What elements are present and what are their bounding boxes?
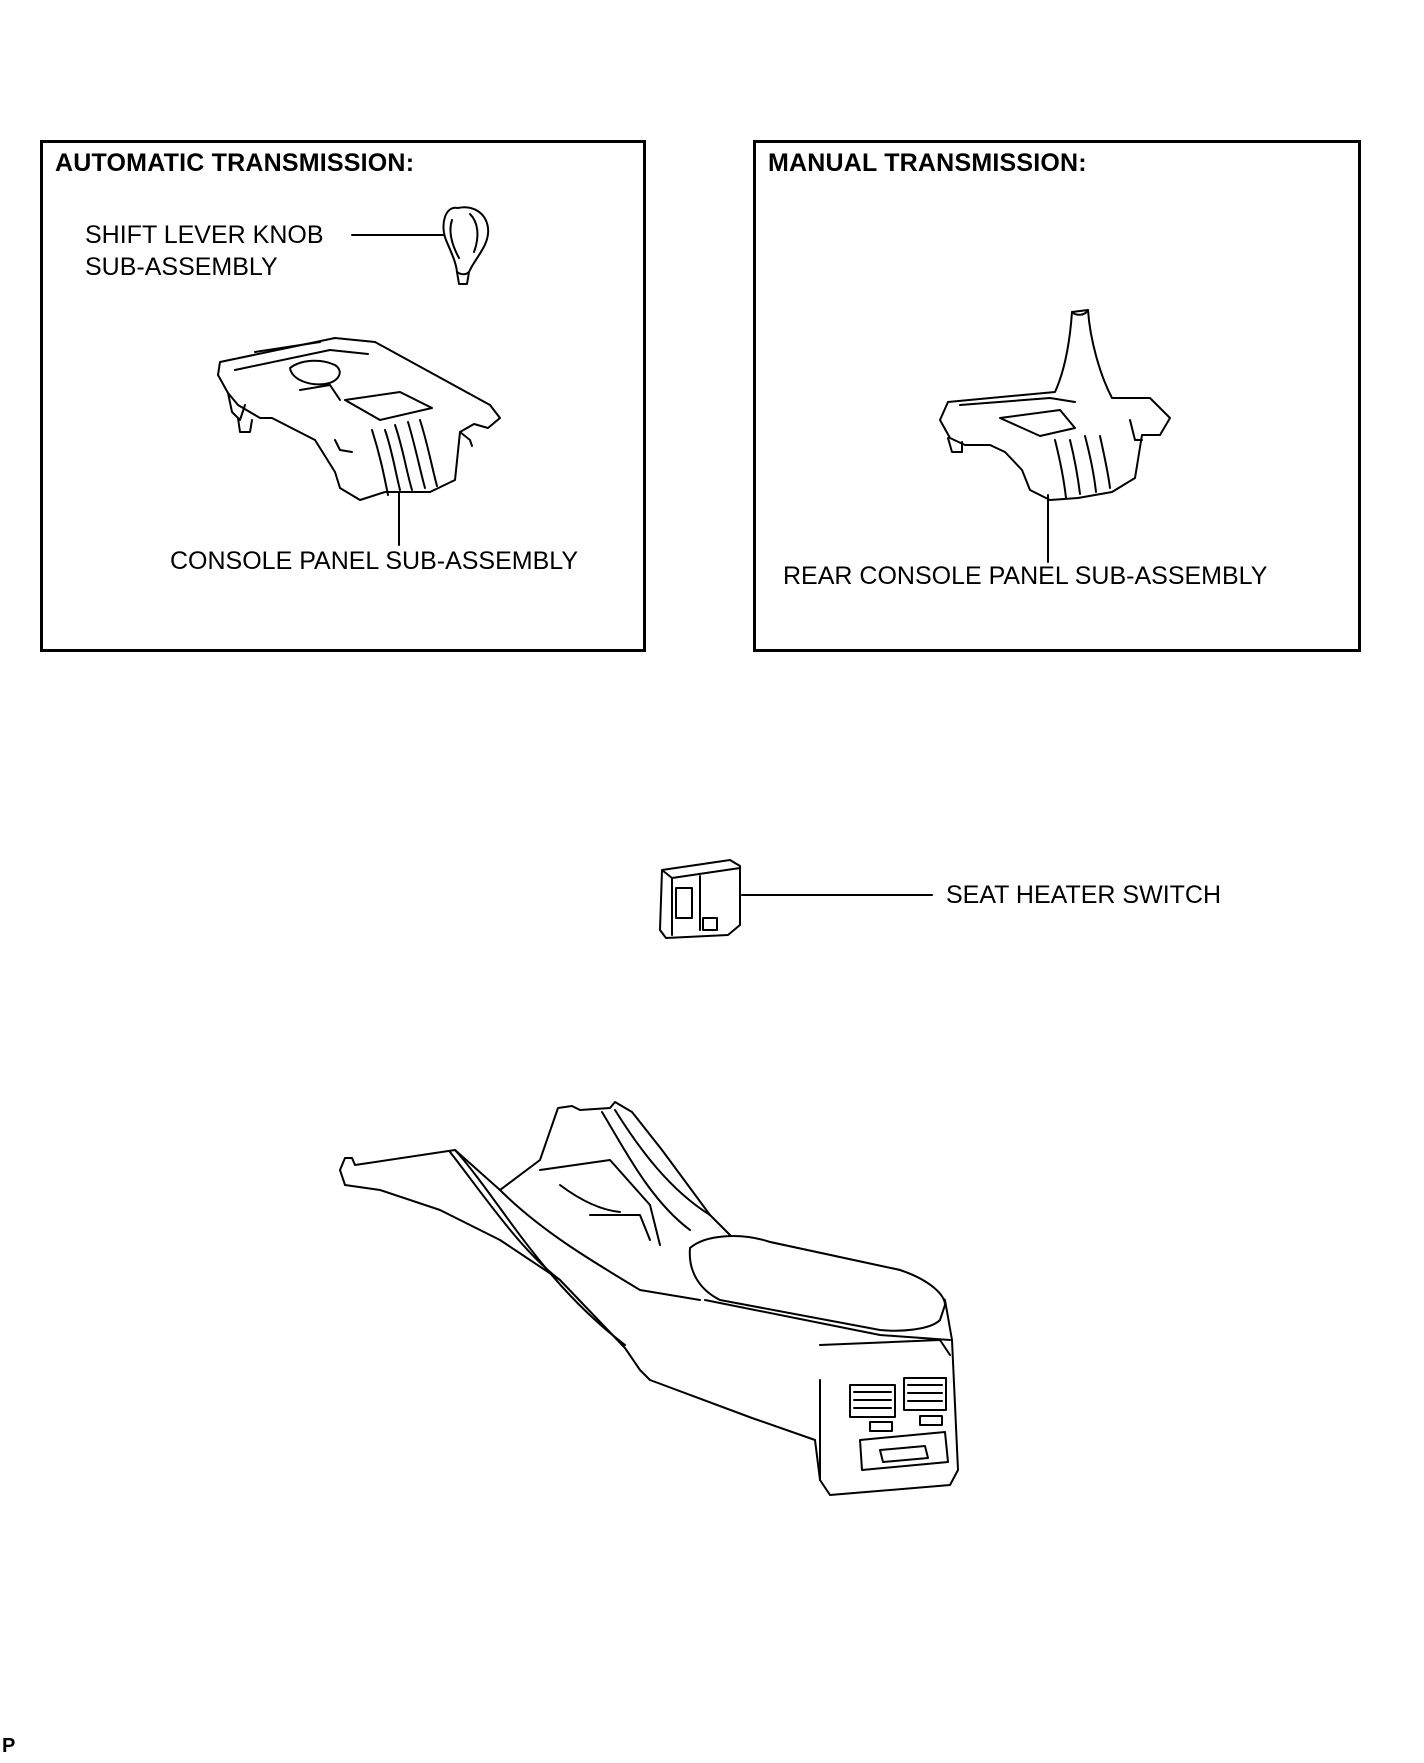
rear-console-panel-drawing [939, 309, 1171, 563]
automatic-transmission-panel: AUTOMATIC TRANSMISSION: SHIFT LEVER KNOB… [40, 140, 646, 652]
figure-reference: P [2, 1735, 16, 1757]
shift-knob-label-line2: SUB-ASSEMBLY [85, 253, 278, 281]
console-panel-drawing [217, 337, 501, 546]
seat-heater-switch-label: SEAT HEATER SWITCH [946, 881, 1222, 909]
shift-knob-label-line1: SHIFT LEVER KNOB [85, 221, 324, 249]
rear-console-panel-label: REAR CONSOLE PANEL SUB-ASSEMBLY [783, 562, 1268, 590]
automatic-panel-title: AUTOMATIC TRANSMISSION: [55, 149, 415, 177]
console-panel-label: CONSOLE PANEL SUB-ASSEMBLY [170, 547, 578, 575]
seat-heater-switch-drawing [659, 859, 933, 939]
console-box-drawing [339, 1101, 959, 1496]
shift-lever-knob-drawing [351, 206, 490, 285]
manual-panel-title: MANUAL TRANSMISSION: [768, 149, 1087, 177]
